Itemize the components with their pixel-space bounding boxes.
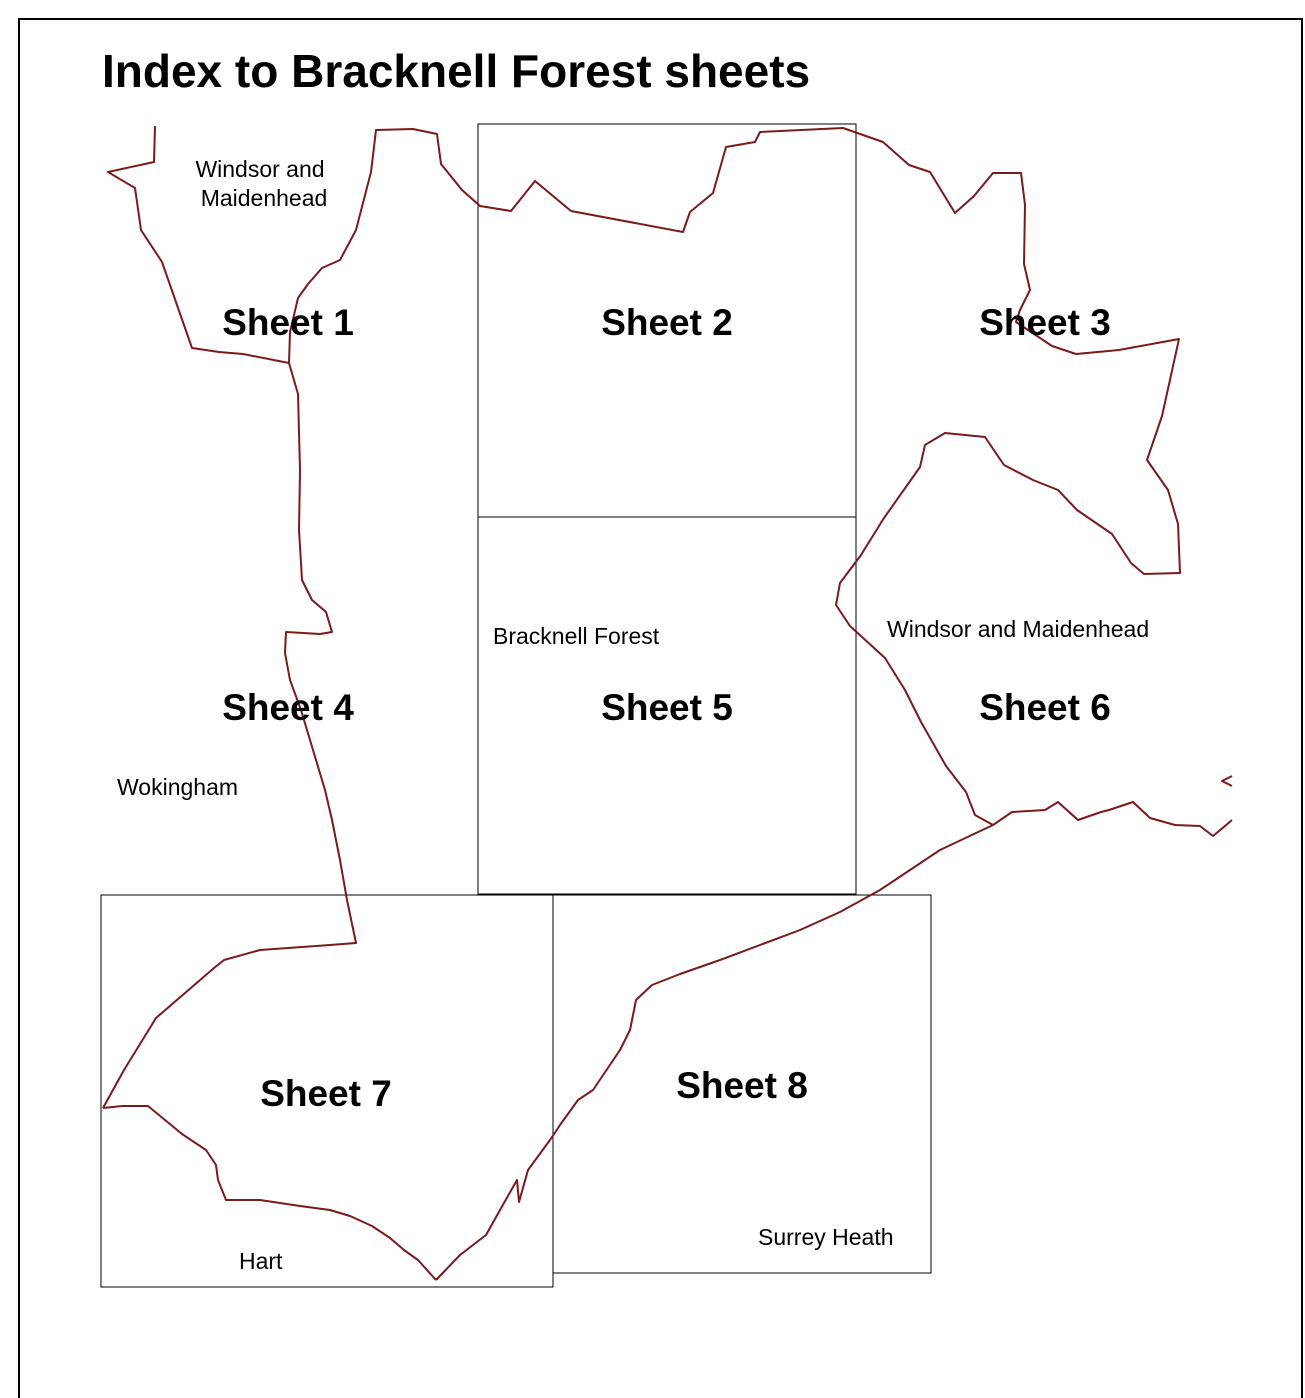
map-frame: [18, 18, 1303, 1398]
boundary-wokingham: [102, 362, 357, 1109]
sheet-7-label[interactable]: Sheet 7: [260, 1073, 392, 1114]
sheet-4-label[interactable]: Sheet 4: [222, 687, 354, 728]
area-label-windsor-maidenhead-east: Windsor and Maidenhead: [887, 616, 1149, 642]
page-title: Index to Bracknell Forest sheets: [102, 45, 811, 97]
area-label-windsor-maidenhead-north-line1: Windsor and: [195, 156, 324, 182]
area-label-hart: Hart: [239, 1248, 283, 1274]
boundary-hart: [102, 1105, 437, 1281]
sheet-5-frame[interactable]: [477, 516, 857, 895]
boundary-tick-east: [1221, 775, 1233, 787]
sheet-2-label[interactable]: Sheet 2: [601, 302, 733, 343]
area-label-wokingham: Wokingham: [117, 774, 238, 800]
sheet-8-frame[interactable]: [552, 894, 932, 1274]
sheet-3-label[interactable]: Sheet 3: [979, 302, 1111, 343]
area-label-bracknell-forest: Bracknell Forest: [493, 623, 660, 649]
sheet-5-label[interactable]: Sheet 5: [601, 687, 733, 728]
sheet-6-label[interactable]: Sheet 6: [979, 687, 1111, 728]
sheet-8-label[interactable]: Sheet 8: [676, 1065, 808, 1106]
area-label-surrey-heath: Surrey Heath: [758, 1224, 894, 1250]
area-label-windsor-maidenhead-north-line2: Maidenhead: [201, 185, 328, 211]
sheet-1-label[interactable]: Sheet 1: [222, 302, 354, 343]
boundary-surrey-heath: [435, 801, 1233, 1281]
boundary-windsor-north: [107, 125, 1181, 826]
